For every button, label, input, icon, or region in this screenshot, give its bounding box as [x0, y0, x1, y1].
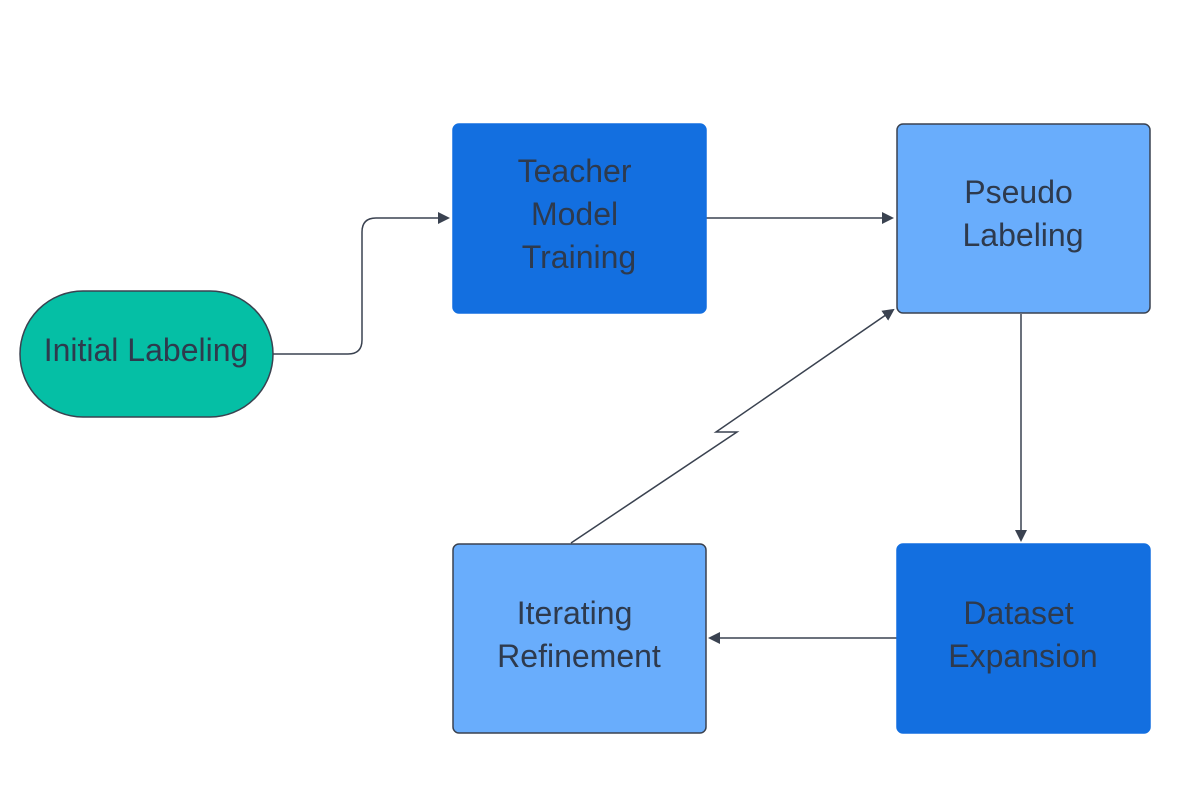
connector-initial-to-teacher [272, 212, 450, 355]
node-pseudo-line-1: Pseudo [964, 174, 1073, 210]
node-teacher-model-training[interactable]: Teacher Model Training [452, 123, 707, 314]
svg-text:Dataset Expansion: Dataset Expansion [948, 595, 1097, 674]
node-initial-labeling-shape [19, 290, 274, 418]
node-dataset-line-2: Expansion [948, 638, 1097, 674]
svg-text:Iterating Refinement: Iterating Refinement [497, 595, 661, 674]
node-teacher-model-training-shape [452, 123, 707, 314]
node-teacher-line-1: Teacher [518, 153, 632, 189]
node-iterating-line-2: Refinement [497, 638, 661, 674]
node-pseudo-labeling[interactable]: Pseudo Labeling [896, 123, 1151, 314]
node-pseudo-labeling-shape [896, 123, 1151, 314]
node-teacher-line-2: Model [531, 196, 618, 232]
node-iterating-refinement[interactable]: Iterating Refinement [452, 543, 707, 734]
connector-iterating-to-pseudo [570, 308, 895, 544]
node-initial-labeling[interactable]: Initial Labeling [19, 290, 274, 418]
svg-text:Pseudo Labeling: Pseudo Labeling [963, 174, 1084, 253]
node-dataset-line-1: Dataset [963, 595, 1073, 631]
node-iterating-line-1: Iterating [517, 595, 633, 631]
node-dataset-expansion-shape [896, 543, 1151, 734]
node-teacher-line-3: Training [522, 239, 636, 275]
node-dataset-expansion[interactable]: Dataset Expansion [896, 543, 1151, 734]
svg-text:Initial Labeling: Initial Labeling [44, 332, 249, 368]
node-pseudo-line-2: Labeling [963, 217, 1084, 253]
node-iterating-refinement-shape [452, 543, 707, 734]
node-initial-labeling-line-1: Initial Labeling [44, 332, 249, 368]
svg-text:Teacher Model Trai: Teacher Model Training [518, 153, 641, 275]
